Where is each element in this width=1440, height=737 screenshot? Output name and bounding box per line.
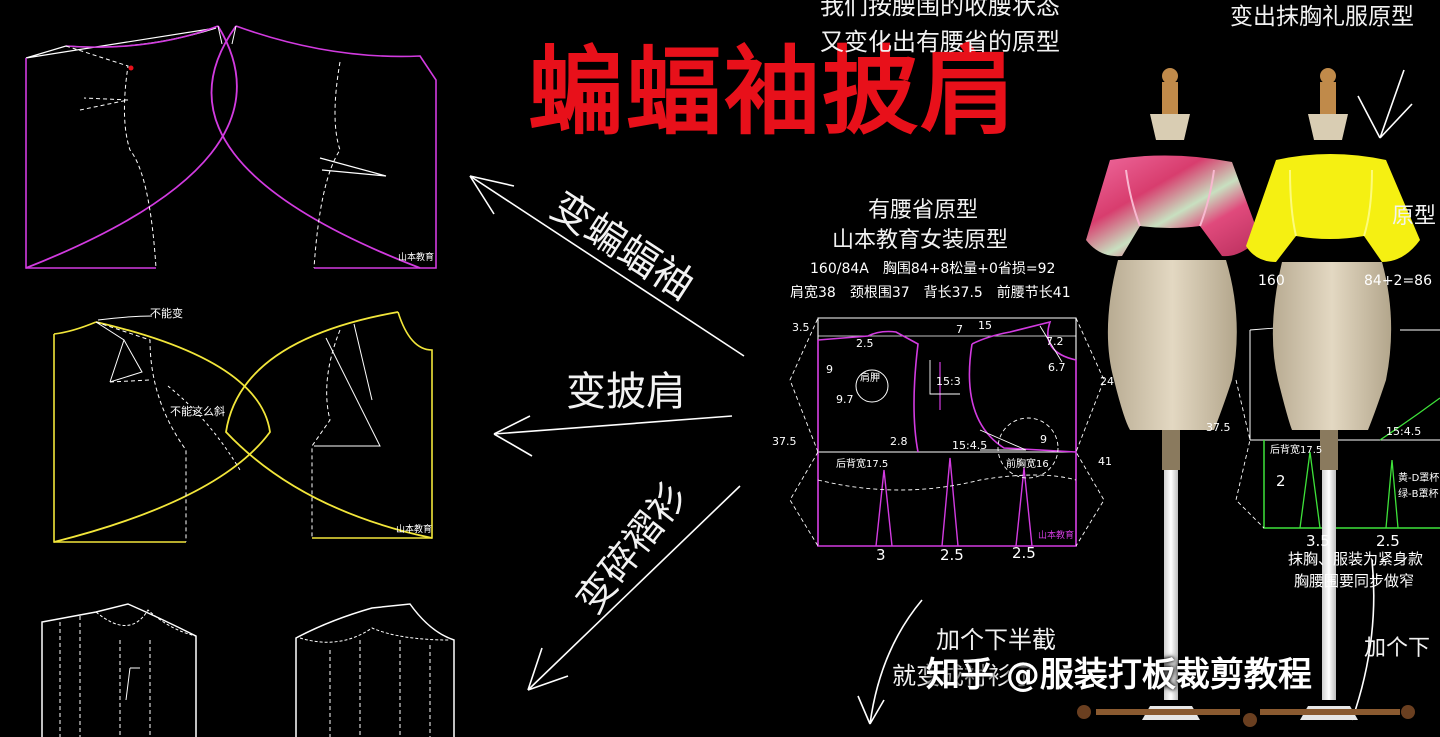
dim-label: 7.2 [1046,335,1064,348]
dim-label: 7 [956,323,963,336]
dim-label: 9 [1040,433,1047,446]
mannequin-yellow [1246,68,1420,720]
bottom-note-add-lower: 加个下半截 [936,626,1056,654]
arrow-label-shawl: 变披肩 [566,369,686,415]
dim-label: 9 [826,363,833,376]
right-bust-eq-label: 84+2=86 [1364,273,1432,289]
mannequin-pink [1077,68,1260,727]
right-prototype-title-fragment: 原型 [1392,204,1437,229]
dim-label: 15:4.5 [952,439,988,452]
prototype-title-line2: 山本教育女装原型 [832,228,1009,253]
panel-pleat-shirt [41,603,455,737]
right-dim-label: 3.5 [1306,532,1330,550]
dim-label: 3.5 [792,321,810,334]
right-size-label: 160 [1258,273,1285,289]
panel-shawl [53,311,433,543]
dim-label: 2.5 [940,546,964,564]
right-dim-label: 37.5 [1206,421,1231,434]
prototype-draft [789,317,1105,547]
dim-label: 15 [978,319,992,332]
back-width-label: 后背宽17.5 [836,459,889,470]
dim-label: 2.5 [856,337,874,350]
arrows [469,69,1413,725]
prototype-title-line1: 有腰省原型 [868,198,979,223]
dim-label: 24 [1100,375,1114,388]
dim-label: 9.7 [836,393,854,406]
top-note-line1: 我们按腰围的收腰状态 [820,0,1060,20]
top-note-right: 变出抹胸礼服原型 [1230,4,1414,30]
top-note-line2: 又变化出有腰省的原型 [820,28,1060,56]
right-dim-label: 15:4.5 [1386,425,1422,438]
brand-mark-prototype: 山本教育 [1038,531,1075,541]
dim-label: 3 [876,546,886,564]
brand-mark-panel2: 山本教育 [396,525,433,535]
panel-bat-sleeve [25,25,437,269]
right-dim-label: 2 [1276,472,1286,490]
watermark: 知乎 @服装打板裁剪教程 [926,655,1312,695]
brand-mark-panel1: 山本教育 [398,253,435,263]
prototype-spec-line1: 160/84A 胸围84+8松量+0省损=92 [810,261,1056,277]
note-cannot-change: 不能变 [150,307,183,320]
right-back-width-label: 后背宽17.5 [1270,445,1323,456]
bottom-note-becomes-shirt: 就变成衬衫了 [892,662,1036,690]
right-note-line1: 抹胸、服装为紧身款 [1288,550,1424,568]
dim-label: 2.8 [890,435,908,448]
right-dim-label: 2.5 [1376,532,1400,550]
shoulder-blade-label: 肩胛 [860,373,880,384]
dim-label: 41 [1098,455,1112,468]
dim-label: 15:3 [936,375,961,388]
dim-label: 37.5 [772,435,797,448]
front-width-label: 前胸宽16 [1006,459,1049,470]
dim-label: 2.5 [1012,544,1036,562]
dim-label: 6.7 [1048,361,1066,374]
note-cannot-slant: 不能这么斜 [170,405,225,418]
right-note-line2: 胸腰围要同步做窄 [1294,572,1415,590]
green-cup-note: 绿-B罩杯 [1398,489,1439,500]
prototype-spec-line2: 肩宽38 颈根围37 背长37.5 前腰节长41 [790,285,1071,301]
page-title: 蝙蝠袖披肩 [528,36,1018,148]
yellow-cup-note: 黄-D罩杯 [1398,473,1440,484]
right-add-lower-note: 加个下 [1364,636,1431,661]
